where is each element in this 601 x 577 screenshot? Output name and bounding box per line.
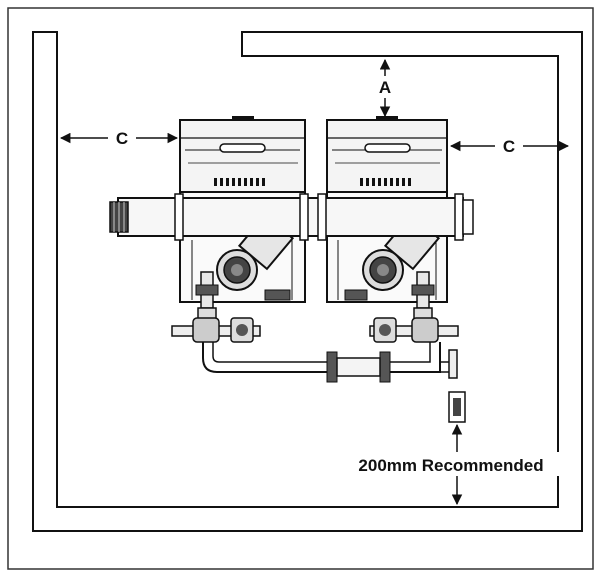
- right-unit-terminal-strip: [360, 178, 411, 186]
- left-unit-handle: [219, 143, 266, 153]
- clearance-a-label: A: [379, 78, 391, 97]
- right-unit-handle: [364, 143, 411, 153]
- clearance-c-left-label: C: [116, 129, 128, 148]
- lower-pipework: [171, 271, 459, 383]
- drain-fitting: [448, 391, 466, 423]
- left-unit-top-casing: [179, 119, 306, 193]
- clearance-c-right-label: C: [503, 137, 515, 156]
- recommended-clearance-label: 200mm Recommended: [358, 456, 543, 475]
- wall-outline: [32, 31, 583, 532]
- left-unit-terminal-strip: [214, 178, 265, 186]
- header-pipe: [109, 193, 474, 241]
